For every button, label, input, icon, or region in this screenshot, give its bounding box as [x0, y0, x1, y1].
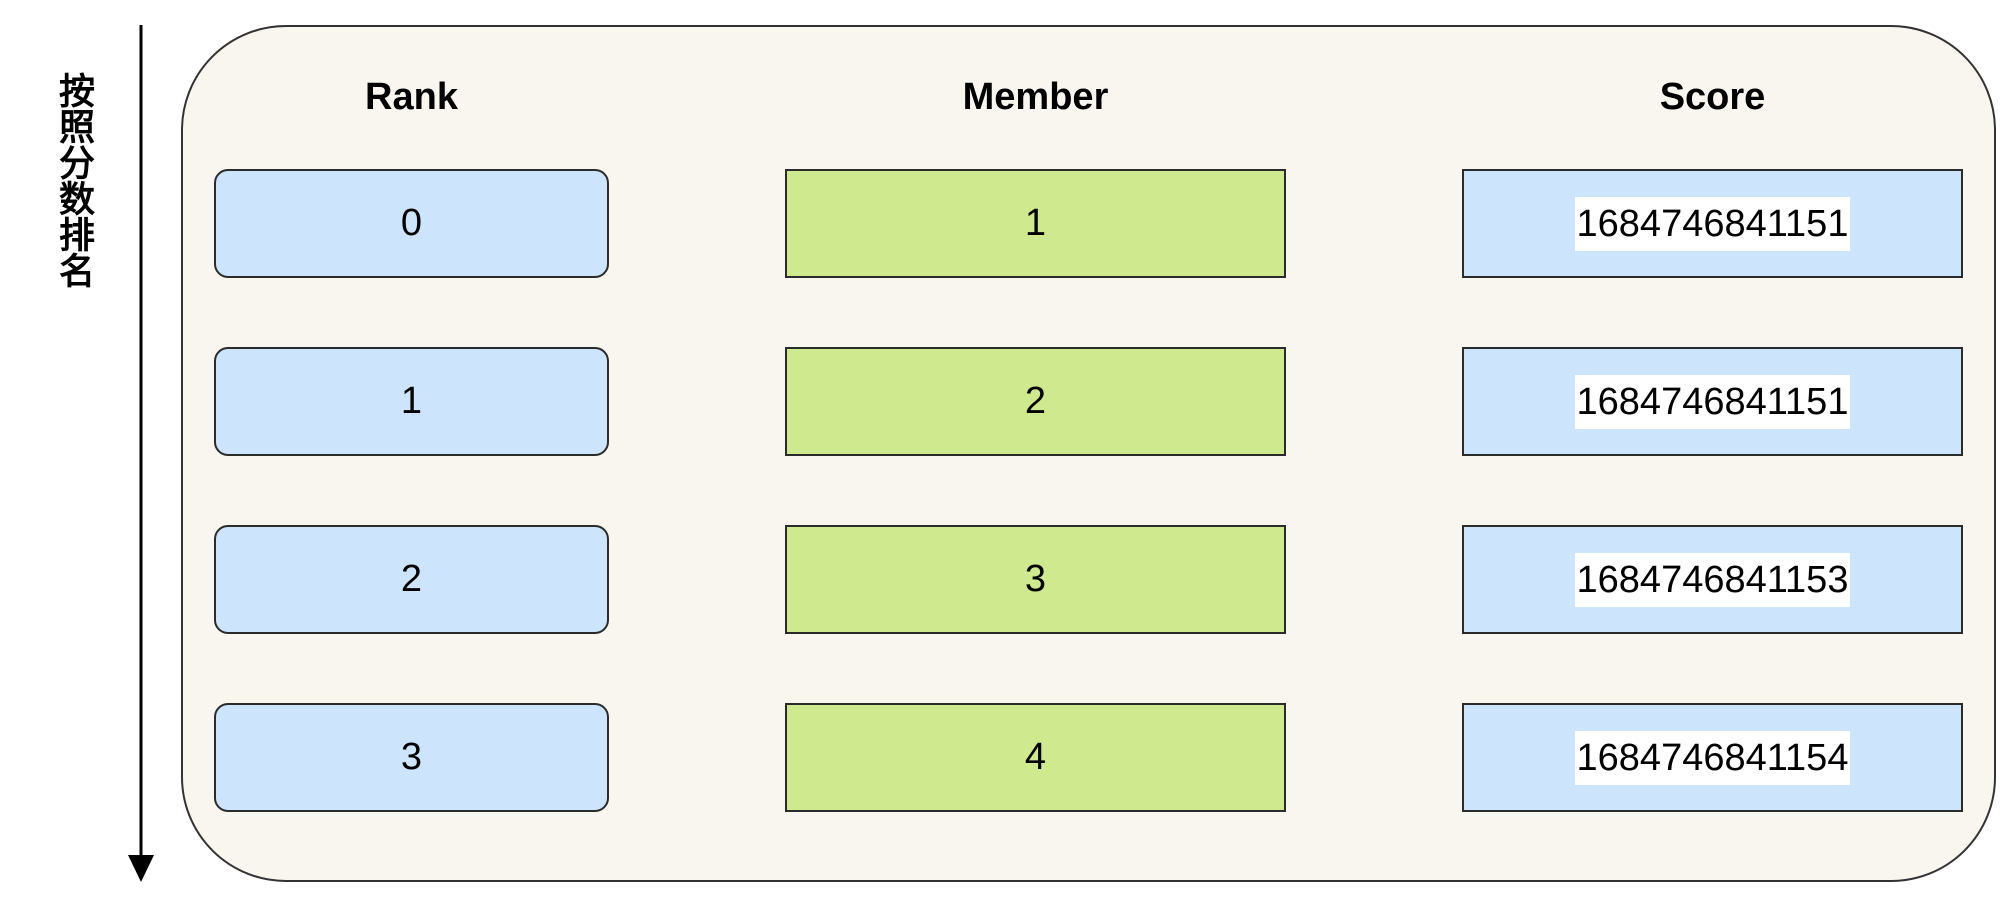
arrow-head [128, 855, 154, 882]
score-column-header: Score [1659, 76, 1766, 118]
member-value: 1 [1024, 202, 1047, 244]
score-cell: 1684746841151 [1462, 347, 1963, 456]
rank-cell: 3 [214, 703, 609, 812]
member-cell: 1 [785, 169, 1286, 278]
member-cell: 3 [785, 525, 1286, 634]
rank-value: 3 [400, 736, 423, 778]
score-cell: 1684746841153 [1462, 525, 1963, 634]
score-value: 1684746841154 [1574, 730, 1851, 785]
rank-value: 0 [400, 202, 423, 244]
member-value: 2 [1024, 380, 1047, 422]
member-column-header: Member [962, 76, 1109, 118]
score-value: 1684746841151 [1574, 196, 1851, 251]
rank-column-header: Rank [365, 76, 458, 118]
member-cell: 2 [785, 347, 1286, 456]
member-cell: 4 [785, 703, 1286, 812]
score-value: 1684746841153 [1574, 552, 1851, 607]
rank-cell: 1 [214, 347, 609, 456]
score-cell: 1684746841154 [1462, 703, 1963, 812]
member-value: 3 [1024, 558, 1047, 600]
rank-value: 1 [400, 380, 423, 422]
score-value: 1684746841151 [1574, 374, 1851, 429]
score-cell: 1684746841151 [1462, 169, 1963, 278]
ranking-axis-label: 按照分数排名 [53, 72, 94, 288]
rank-value: 2 [400, 558, 423, 600]
rank-cell: 2 [214, 525, 609, 634]
member-value: 4 [1024, 736, 1047, 778]
rank-cell: 0 [214, 169, 609, 278]
